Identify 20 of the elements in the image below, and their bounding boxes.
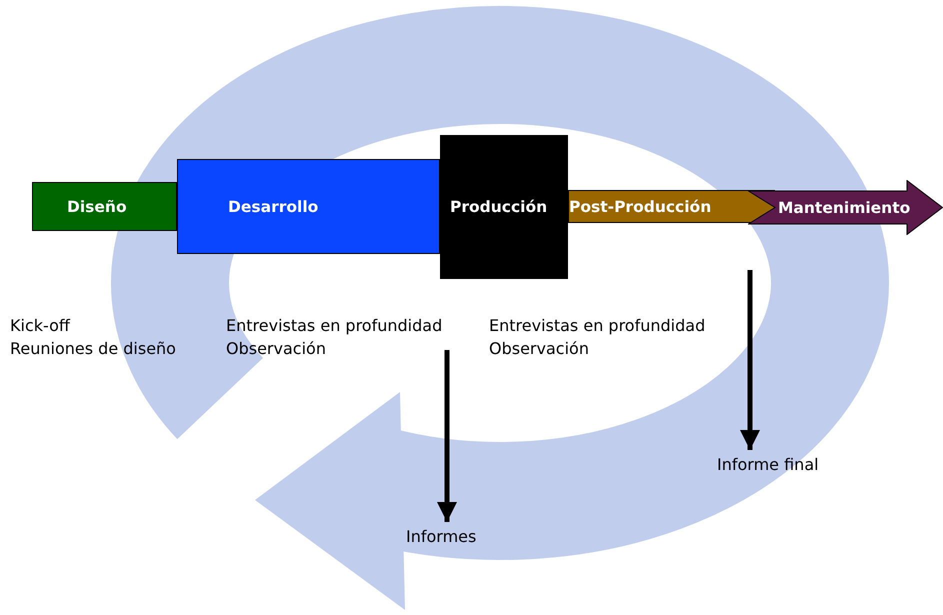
phase-label: Desarrollo <box>228 198 318 216</box>
phase-label: Post-Producción <box>569 198 712 216</box>
activity-text: Entrevistas en profundidad <box>489 316 706 335</box>
phase-box <box>440 135 568 279</box>
phase-label: Producción <box>450 198 548 216</box>
arrow <box>437 350 457 522</box>
phase-arrow <box>748 180 943 235</box>
phase-box <box>177 159 440 254</box>
phase-label: Diseño <box>67 198 127 216</box>
activity-text: Observación <box>226 339 326 358</box>
output-label: Informes <box>406 526 476 546</box>
activity-text: Reuniones de diseño <box>10 339 176 358</box>
activity-text: Kick-off <box>10 316 70 335</box>
phase-label: Mantenimiento <box>778 198 910 216</box>
phase-box <box>32 182 177 231</box>
activity-text: Observación <box>489 339 589 358</box>
output-label: Informe final <box>717 454 819 474</box>
arrow <box>740 270 760 450</box>
activity-text: Entrevistas en profundidad <box>226 316 442 335</box>
phase-box <box>568 190 775 223</box>
